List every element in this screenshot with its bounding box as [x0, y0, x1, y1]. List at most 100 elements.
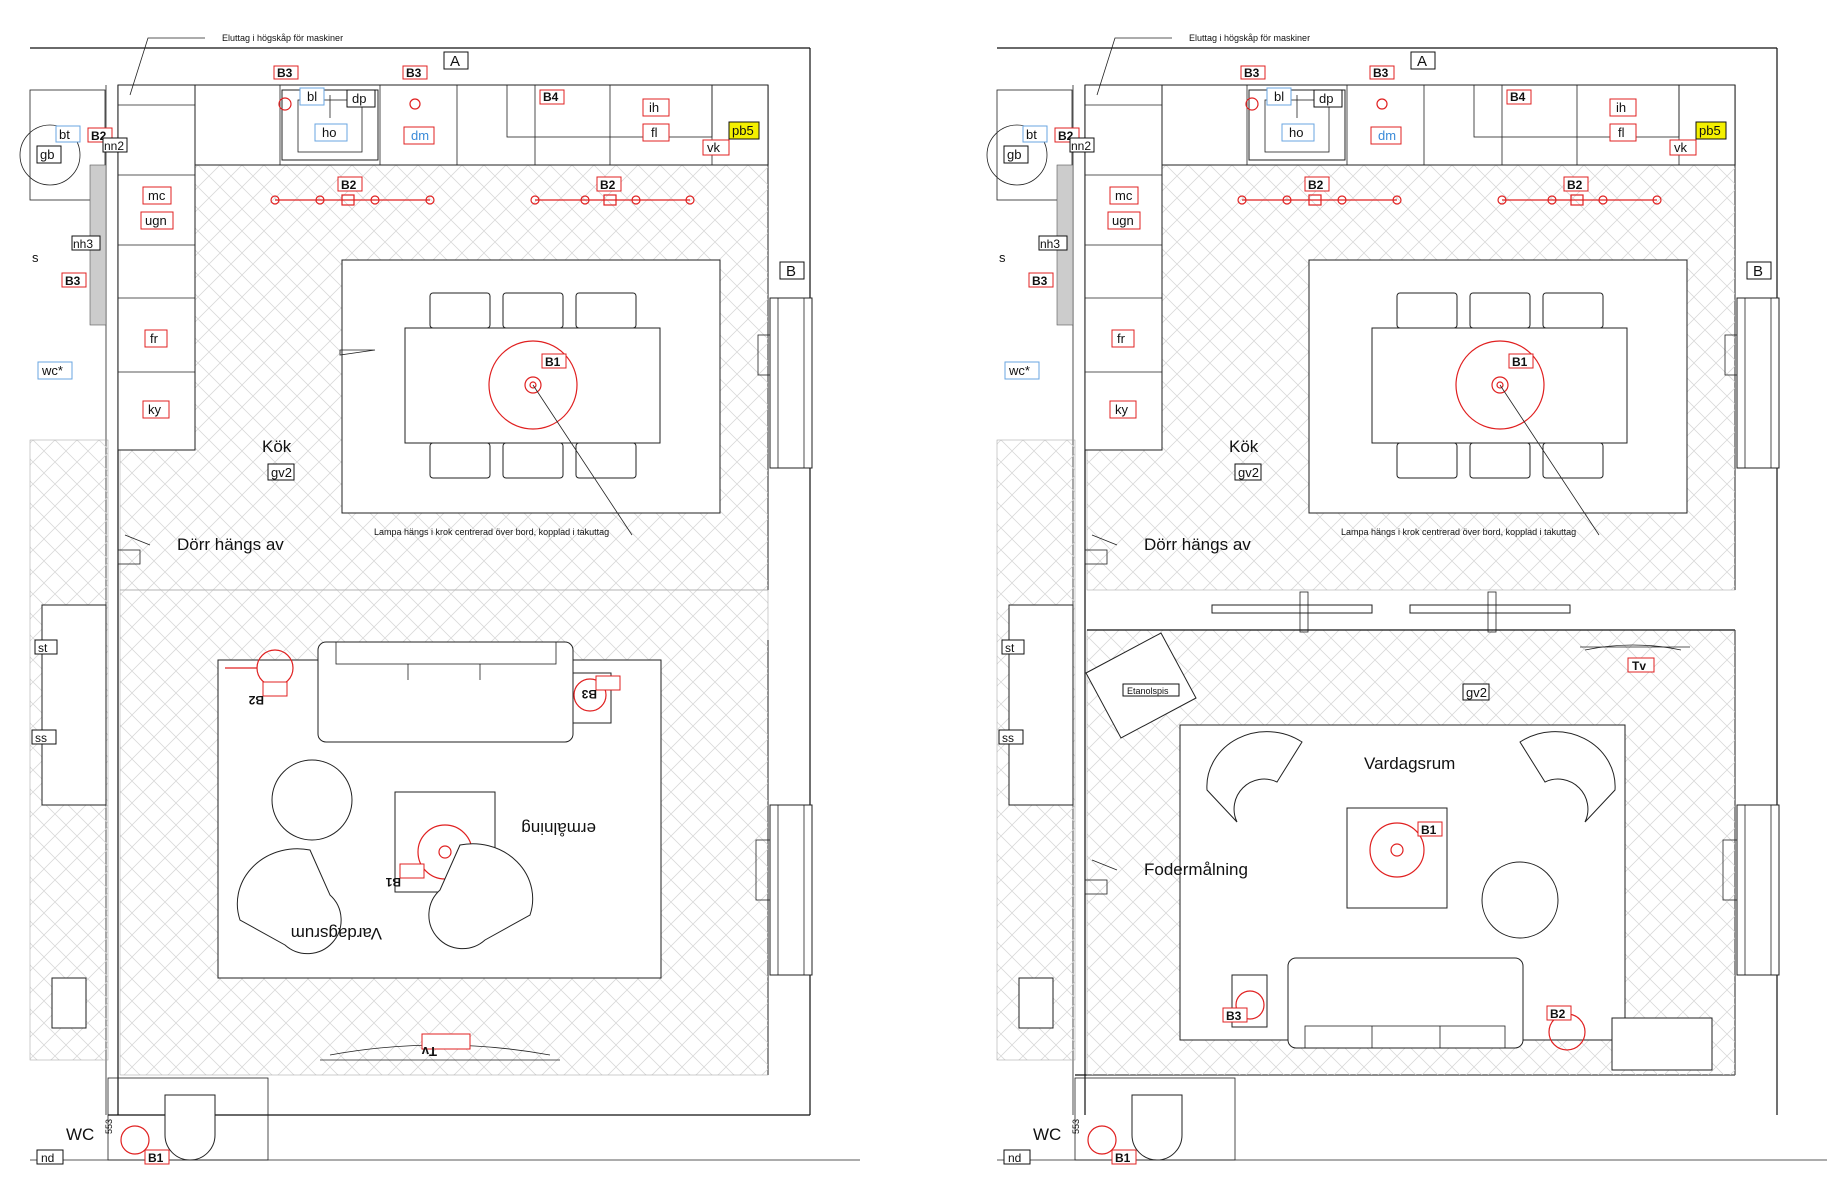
- armchair-right-right: [1519, 731, 1616, 823]
- tag-nn2: nn2: [1071, 139, 1091, 153]
- plan-left: [19, 37, 860, 1161]
- tag-s: s: [999, 250, 1006, 265]
- tag-b3: B3: [1032, 274, 1048, 288]
- tag-fl: fl: [1618, 125, 1625, 140]
- tag-bt: bt: [1026, 127, 1037, 142]
- tag-dp: dp: [1319, 91, 1333, 106]
- door-note: Dörr hängs av: [177, 535, 284, 554]
- paint-note: ermålning: [521, 819, 596, 838]
- tag-b1: B1: [385, 875, 401, 889]
- paint-note: Fodermålning: [1144, 860, 1248, 879]
- tag-nh3: nh3: [73, 237, 93, 251]
- plan-left-labels: Eluttag i högskåp för maskiner A B B3 B3…: [31, 33, 805, 1165]
- tag-b1: B1: [1512, 355, 1528, 369]
- tag-b3: B3: [65, 274, 81, 288]
- armchair-left: [236, 848, 342, 955]
- tag-vk: vk: [1674, 140, 1688, 155]
- tag-b2: B2: [1308, 178, 1324, 192]
- tag-bl: bl: [307, 89, 317, 104]
- tag-ih: ih: [1616, 100, 1626, 115]
- tag-b3: B3: [1244, 66, 1260, 80]
- room-label-wc: WC: [1033, 1125, 1061, 1144]
- tag-dp: dp: [352, 91, 366, 106]
- plan-right-labels: Eluttag i högskåp för maskiner A B B3 B3…: [998, 33, 1772, 1165]
- tag-b1: B1: [1421, 823, 1437, 837]
- tag-b2: B2: [1567, 178, 1583, 192]
- tag-fr: fr: [1117, 331, 1126, 346]
- room-label-wc: WC: [66, 1125, 94, 1144]
- round-table: [271, 759, 353, 841]
- tag-b2: B2: [341, 178, 357, 192]
- tag-b3: B3: [1226, 1009, 1242, 1023]
- tag-s: s: [32, 250, 39, 265]
- section-marker-a: A: [1417, 53, 1427, 70]
- tag-pb5: pb5: [732, 123, 754, 138]
- tag-pb5: pb5: [1699, 123, 1721, 138]
- tag-fr: fr: [150, 331, 159, 346]
- room-label-living: Vardagsrum: [1364, 754, 1455, 773]
- tag-ss: ss: [1002, 731, 1014, 745]
- tag-b4: B4: [1510, 90, 1526, 104]
- tag-b3: B3: [581, 687, 597, 701]
- sofa: [317, 641, 574, 743]
- floor-tag-kitchen: gv2: [271, 465, 292, 480]
- tag-b4: B4: [543, 90, 559, 104]
- section-marker-b: B: [786, 263, 796, 280]
- tag-bt: bt: [59, 127, 70, 142]
- tag-gb: gb: [40, 147, 54, 162]
- tag-wc: wc*: [1008, 363, 1030, 378]
- tag-b3: B3: [1373, 66, 1389, 80]
- sofa-right: [1287, 957, 1524, 1049]
- track-light-right: [530, 194, 695, 206]
- dimension-label: 553: [104, 1119, 114, 1134]
- stove-label: Etanolspis: [1127, 686, 1169, 696]
- tag-mc: mc: [1115, 188, 1133, 203]
- lamp-note: Lampa hängs i krok centrerad över bord, …: [1341, 527, 1576, 537]
- tag-st: st: [38, 641, 48, 655]
- cooktop-area: [506, 84, 713, 138]
- tag-ky: ky: [1115, 402, 1129, 417]
- sliding-door-right: [1409, 604, 1571, 614]
- tall-cabinets: [117, 84, 196, 451]
- tag-dm: dm: [411, 128, 429, 143]
- tag-nd: nd: [41, 1151, 54, 1165]
- window-b: [769, 297, 813, 469]
- tag-vk: vk: [707, 140, 721, 155]
- tag-tv: Tv: [1632, 659, 1646, 673]
- tag-fl: fl: [651, 125, 658, 140]
- tag-wc: wc*: [41, 363, 63, 378]
- tag-tv: Tv: [421, 1044, 437, 1059]
- section-marker-b: B: [1753, 263, 1763, 280]
- tag-b1: B1: [148, 1151, 164, 1165]
- outlet-note: Eluttag i högskåp för maskiner: [222, 33, 343, 43]
- dimension-label: 553: [1071, 1119, 1081, 1134]
- plan-right: [986, 37, 1827, 1161]
- tag-ugn: ugn: [1112, 213, 1134, 228]
- tag-b1: B1: [545, 355, 561, 369]
- tag-b3: B3: [277, 66, 293, 80]
- sliding-door-left: [1211, 604, 1373, 614]
- tag-dm: dm: [1378, 128, 1396, 143]
- tag-nh3: nh3: [1040, 237, 1060, 251]
- tag-ho: ho: [322, 125, 336, 140]
- tag-st: st: [1005, 641, 1015, 655]
- track-light-left: [270, 194, 435, 206]
- tag-ugn: ugn: [145, 213, 167, 228]
- room-label-kitchen: Kök: [262, 437, 292, 456]
- tag-ih: ih: [649, 100, 659, 115]
- floor-tag-living: gv2: [1466, 685, 1487, 700]
- floor-tag-kitchen: gv2: [1238, 465, 1259, 480]
- tag-b3: B3: [406, 66, 422, 80]
- outlet-note: Eluttag i högskåp för maskiner: [1189, 33, 1310, 43]
- tag-b2: B2: [248, 693, 264, 707]
- tag-mc: mc: [148, 188, 166, 203]
- dining-table: [404, 327, 661, 444]
- room-label-living: Vardagsrum: [291, 924, 382, 943]
- tag-b1: B1: [1115, 1151, 1131, 1165]
- door-note: Dörr hängs av: [1144, 535, 1251, 554]
- tag-ky: ky: [148, 402, 162, 417]
- tag-bl: bl: [1274, 89, 1284, 104]
- armchair-right: [428, 843, 534, 950]
- tag-nd: nd: [1008, 1151, 1021, 1165]
- tag-ss: ss: [35, 731, 47, 745]
